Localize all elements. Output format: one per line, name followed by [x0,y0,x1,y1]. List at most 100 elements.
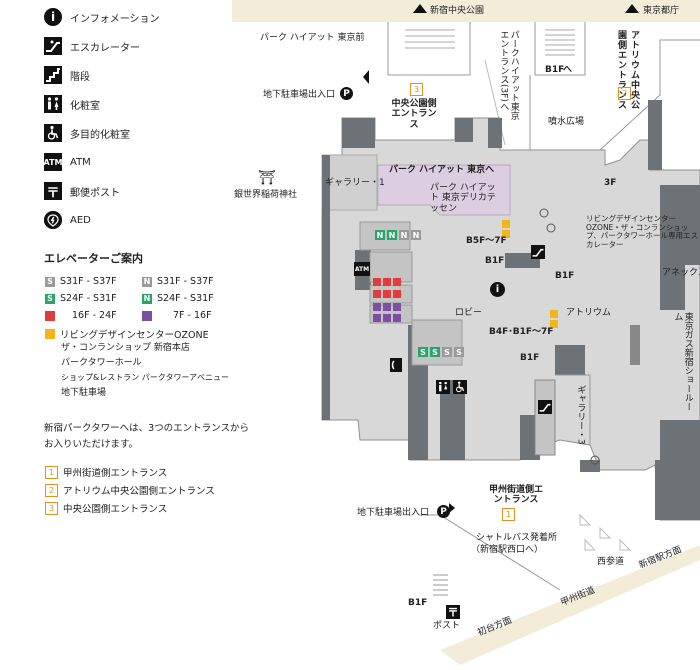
label-central-park-entrance: 中央公園側エントランス [391,99,437,130]
information-icon: i [44,8,62,26]
legend-item-restroom: 化粧室 [44,95,100,113]
label-gallery-3: ギャラリー・3 [575,385,586,445]
label-b4f-7f: B4F･B1F～7F [489,327,554,337]
label-to-park-hyatt: パーク ハイアット 東京へ [389,165,495,175]
elevator-swatch [45,310,55,321]
plaza-triangles [579,513,632,551]
legend-item-stairs: 階段 [44,66,90,84]
elevator-row: 16F - 24F [45,310,117,321]
walls [322,100,700,520]
parking-icon: P [437,505,450,518]
label-b5f-7f: B5F～7F [466,236,507,246]
plaza-stairs-hatch [405,29,455,49]
entrance-note-line: お入りいただけます。 [44,439,139,450]
entrance-marker-1: 1 [502,508,515,521]
label-b1f-mid: B1F [485,256,505,266]
entrance-note-line: 新宿パークタワーへは、3つのエントランスから [44,423,249,434]
elevator-swatch: S [45,276,55,287]
label-parking-bottom: 地下駐車場出入口 [357,508,430,518]
elevator-s-cell: S [442,347,452,357]
plaza-outline [387,22,471,76]
elevator-row: S S24F - S31F [45,293,117,304]
label-b1f-bottom: B1F [408,598,428,608]
label-deli: パーク ハイアット 東京デリカテッセン [430,183,496,214]
post-icon: 〒 [44,182,62,201]
atm-map-icon: ATM [354,262,370,276]
escalator-map-icon [531,245,545,259]
escalator-block [534,379,556,456]
elevator-row: N S24F - S31F [142,293,214,304]
label-park-hyatt-entrance: パークハイアット東京エントランス(3F)へ [498,30,519,120]
legend-item-escalator: エスカレーター [44,37,140,55]
elevator-swatch: N [142,276,152,287]
koshu-road [440,545,700,665]
label-b1f-mid2: B1F [555,271,575,281]
elevator-cells-yellow [502,220,558,328]
entrance-marker-3: 3 [410,83,423,96]
elevator-s-cell: S [430,347,440,357]
tree-markers [539,208,600,465]
label-lobby: ロビー [455,308,483,318]
label-post: ポスト [433,621,461,631]
elevator-cells-purple [373,303,401,322]
label-parking-top: 地下駐車場出入口 [263,90,336,100]
elevator-row: 7F - 16F [142,310,212,321]
elevator-swatch [45,329,55,339]
top-stairs-hatch [545,29,575,56]
label-shuttle-bus: シャトルバス発着所 [476,533,558,543]
gallery-3-edge [555,374,591,445]
elevator-row: N S31F - S37F [142,276,214,287]
parking-icon: P [340,87,353,100]
elevator-bank-n: N N N N [375,230,421,240]
entrance-number-badge: 1 [45,465,58,479]
column-block [630,325,640,365]
entrance-number-badge: 3 [45,501,58,515]
entrance-list-item: 1 甲州街道側エントランス [45,465,167,479]
deli-area [377,164,511,216]
shrine-icon: ⛩ [258,170,276,186]
label-shuttle-sub: （新宿駅西口へ） [471,545,544,555]
stairs-area-outline [534,22,586,76]
label-nishi-sando: 西参道 [597,557,625,567]
label-b1f-top: B1F [545,65,565,75]
label-atrium: アトリウム [566,308,612,318]
elevator-guide-title: エレベーターご案内 [44,252,143,265]
elevator-bank-s: S S S S [418,347,464,357]
escalator-map-icon [538,400,552,414]
legend-item-information: i インフォメーション [44,8,160,26]
elevator-n-cell: N [375,230,385,240]
label-koshu-entrance: 甲州街道側エントランス [488,485,543,506]
elevator-swatch: N [142,293,152,304]
information-map-icon: i [490,282,505,297]
phone-map-icon [390,358,402,372]
accessible-restroom-map-icon [453,380,467,394]
label-central-park: 新宿中央公園 [430,6,485,16]
label-fountain-plaza: 噴水広場 [548,117,585,127]
label-to-arrow: へ [563,65,573,75]
atm-icon: ATM [44,153,63,171]
label-park-hyatt-front: パーク ハイアット 東京前 [260,33,365,43]
road-edge [529,39,700,151]
label-3f: 3F [604,178,617,188]
gallery-1-room [321,154,378,211]
elevator-n-cell: N [387,230,397,240]
elevator-n-cell: N [411,230,421,240]
label-shrine: 銀世界稲荷神社 [234,190,298,200]
label-tocho: 東京都庁 [643,6,680,16]
direction-arrows [363,4,639,513]
label-tokyo-gas: 東京ガス新宿ショールーム [672,312,693,411]
label-atrium-park-entrance: アトリウム中央公園側エントランス [616,30,639,110]
elevator-row: S S31F - S37F [45,276,117,287]
legend-item-atm: ATM ATM [44,153,91,171]
label-b1f-low: B1F [520,353,540,363]
aed-icon [44,211,62,229]
top-road [232,0,700,22]
post-map-icon: 〒 [446,605,460,619]
elevator-row-ozone: リビングデザインセンターOZONE [45,327,209,341]
stairs-icon [44,66,62,84]
elevator-swatch: S [45,293,55,304]
elevator-cells-red [373,278,401,298]
entrance-list-item: 2 アトリウム中央公園側エントランス [45,483,215,497]
restroom-icon [44,95,62,113]
